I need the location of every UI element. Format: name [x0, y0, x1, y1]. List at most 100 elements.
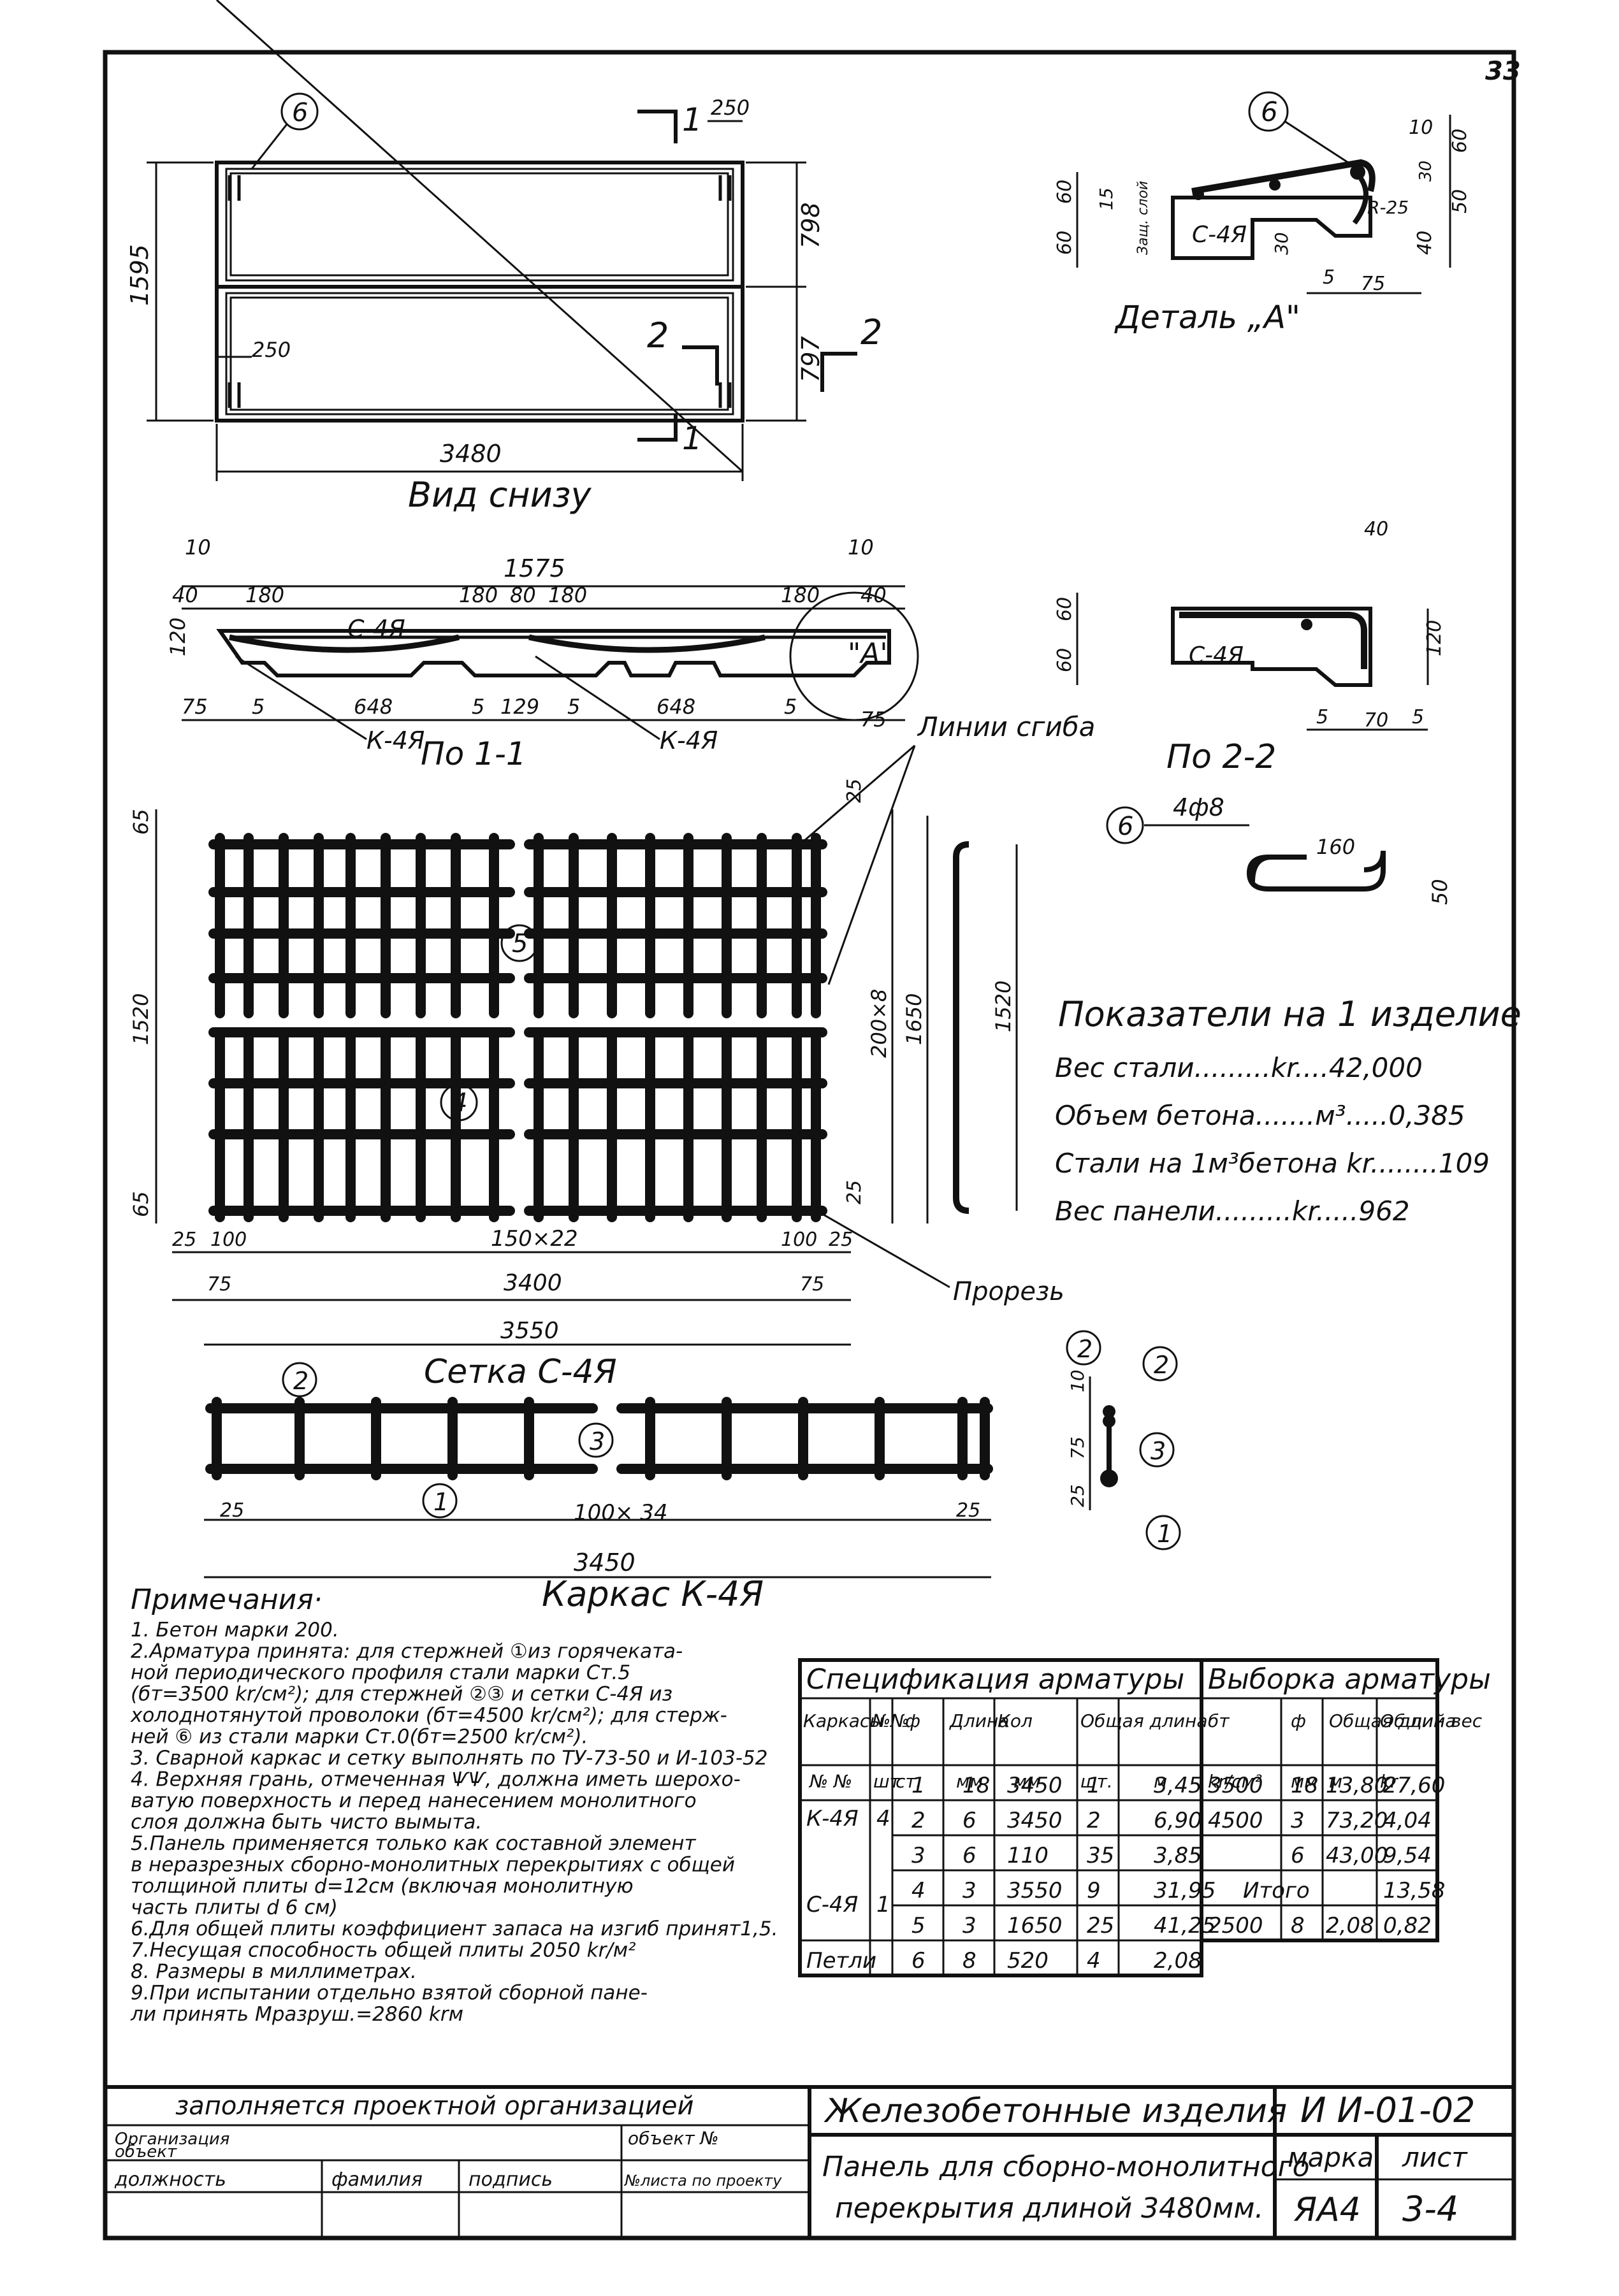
frame-callout-2: 2 [293, 1367, 309, 1395]
selection-cell: 43,00 [1326, 1843, 1388, 1868]
spec-cell: 2 [1087, 1808, 1101, 1833]
note-line: слоя должна быть чисто вымыта. [131, 1811, 482, 1834]
s22-dim-5-b: 5 [1412, 706, 1424, 728]
s22-dim-70: 70 [1364, 709, 1388, 732]
spec-cell: 6 [962, 1808, 976, 1833]
title-block: заполняется проектной организацией Орган… [105, 2085, 1514, 2238]
detail-a-radius: R-25 [1367, 197, 1409, 218]
section-mark-1-bottom: 1 [682, 420, 702, 457]
s22-dim-120: 120 [1423, 620, 1446, 656]
spec-header2: мм [956, 1771, 983, 1792]
detail-a-dim-10: 10 [1409, 117, 1433, 139]
dim-250-left: 250 [252, 338, 291, 362]
mesh-c4: 5 4 Линии сгиба Прорезь 65 1520 65 25 10… [129, 711, 1095, 1391]
selection-cell: 27,60 [1383, 1773, 1445, 1798]
tb-product-title-1: Панель для сборно-монолитного [822, 2151, 1310, 2183]
spec-cell: 2 [911, 1808, 926, 1833]
spec-cell: 9 [1087, 1878, 1101, 1903]
section-1-1: "А" 1575 10 40 180 180 80 180 180 10 40 … [166, 535, 919, 772]
spec-cell: 1 [911, 1773, 926, 1798]
spec-cell: 25 [1087, 1913, 1114, 1939]
tb-sheet-value: 3-4 [1402, 2189, 1458, 2229]
frame-dim-25-l: 25 [220, 1499, 244, 1522]
spec-header: №№ [871, 1710, 909, 1731]
mesh-dim-1520-right: 1520 [991, 981, 1015, 1032]
spec-cell: 3,85 [1154, 1843, 1202, 1868]
selection-cell: 3500 [1208, 1773, 1263, 1798]
frame-dim-10: 10 [1067, 1369, 1088, 1392]
detail-a-title: Деталь „А" [1114, 299, 1300, 336]
spec-cell: Петли [806, 1948, 876, 1974]
detail-a-dim-60-r: 60 [1449, 129, 1471, 153]
tb-position: должность [114, 2169, 226, 2191]
dim-1575: 1575 [504, 554, 565, 582]
tb-mark-value: ЯА4 [1293, 2191, 1361, 2229]
loop-dim-50: 50 [1428, 879, 1452, 905]
spec-header2: мм [1013, 1771, 1040, 1792]
dim-180-c: 180 [548, 583, 587, 607]
dim-180-b: 180 [459, 583, 498, 607]
dim-797: 797 [797, 336, 825, 382]
tb-sheet-label: лист [1402, 2142, 1468, 2173]
detail-a-dim-30-b: 30 [1271, 232, 1292, 255]
frame-dim-100x34: 100× 34 [574, 1500, 667, 1526]
spec-cell: 3450 [1007, 1808, 1063, 1833]
s22-dim-40: 40 [1364, 518, 1388, 540]
section-callout-1: 1 [1157, 1520, 1172, 1548]
note-line: 6.Для общей плиты коэффициент запаса на … [131, 1917, 778, 1940]
spec-cell: 8 [962, 1948, 976, 1974]
selection-cell: 13,58 [1383, 1878, 1445, 1903]
selection-cell: 3 [1291, 1808, 1305, 1833]
spec-cell: 1650 [1007, 1913, 1063, 1939]
spec-cell: 5 [911, 1913, 926, 1939]
selection-cell: 2500 [1208, 1913, 1263, 1939]
frame-callout-3: 3 [590, 1427, 605, 1455]
section-mark-2-left: 2 [647, 315, 669, 356]
mesh-callout-5: 5 [512, 929, 528, 958]
selection-header2: мм [1291, 1771, 1318, 1792]
tb-mark-label: марка [1288, 2142, 1374, 2173]
note-line: 3. Сварной каркас и сетку выполнять по Т… [131, 1747, 767, 1770]
spec-cell: 3 [911, 1843, 926, 1868]
frame-k4-title: Каркас К-4Я [542, 1574, 764, 1614]
note-line: ли принять Мразруш.=2860 krм [130, 2003, 463, 2026]
spec-cell: К-4Я [806, 1806, 859, 1831]
spec-cell: 41,25 [1154, 1913, 1216, 1939]
dim-40-left: 40 [172, 583, 198, 607]
selection-title: Выборка арматуры [1208, 1663, 1491, 1696]
selection-cell: 13,80 [1326, 1773, 1388, 1798]
dim-5-a: 5 [252, 695, 265, 719]
section-mark-1-top: 1 [682, 101, 702, 138]
spec-cell: 4 [911, 1878, 926, 1903]
section-callout-3: 3 [1151, 1437, 1166, 1465]
notes-title: Примечания· [131, 1584, 323, 1616]
indicator-steel-per-m3: Стали на 1м³бетона kr........109 [1055, 1148, 1490, 1179]
spec-cell: 3450 [1007, 1773, 1063, 1798]
detail-a-dim-30: 30 [1416, 161, 1435, 182]
tb-sheet-in-project: №листа по проекту [623, 2172, 782, 2190]
page-number: 33 [1485, 57, 1521, 86]
selection-header2: kr/см² [1208, 1771, 1262, 1792]
section-2-2-title: По 2-2 [1166, 738, 1276, 776]
detail-a-marker: "А" [848, 637, 893, 670]
spec-header2: м [1154, 1771, 1167, 1792]
frame-dim-25-r: 25 [956, 1499, 980, 1522]
notes: Примечания· 1. Бетон марки 200.2.Арматур… [130, 1584, 778, 2026]
label-k4-right: К-4Я [660, 726, 718, 755]
note-line: 1. Бетон марки 200. [131, 1619, 339, 1642]
detail-a-dim-40: 40 [1414, 231, 1436, 255]
selection-cell: 9,54 [1383, 1843, 1432, 1868]
selection-cell: 4,04 [1383, 1808, 1432, 1833]
detail-a-dim-75: 75 [1361, 273, 1385, 295]
loop-spec-4f8: 4ф8 [1173, 793, 1224, 821]
indicators: Показатели на 1 изделие Вес стали.......… [1055, 994, 1521, 1227]
mesh-c4-title: Сетка С-4Я [424, 1353, 617, 1391]
note-line: 4. Верхняя грань, отмеченная ѰѰ, должна … [131, 1768, 741, 1791]
spec-cell: 110 [1007, 1843, 1049, 1868]
detail-a-label-c4: С-4Я [1192, 222, 1247, 248]
spec-header2: ст. [896, 1771, 922, 1792]
tb-surname: фамилия [331, 2169, 423, 2191]
mesh-dim-1650: 1650 [902, 993, 926, 1045]
dim-80: 80 [510, 583, 536, 607]
spec-cell: 1 [876, 1892, 890, 1917]
